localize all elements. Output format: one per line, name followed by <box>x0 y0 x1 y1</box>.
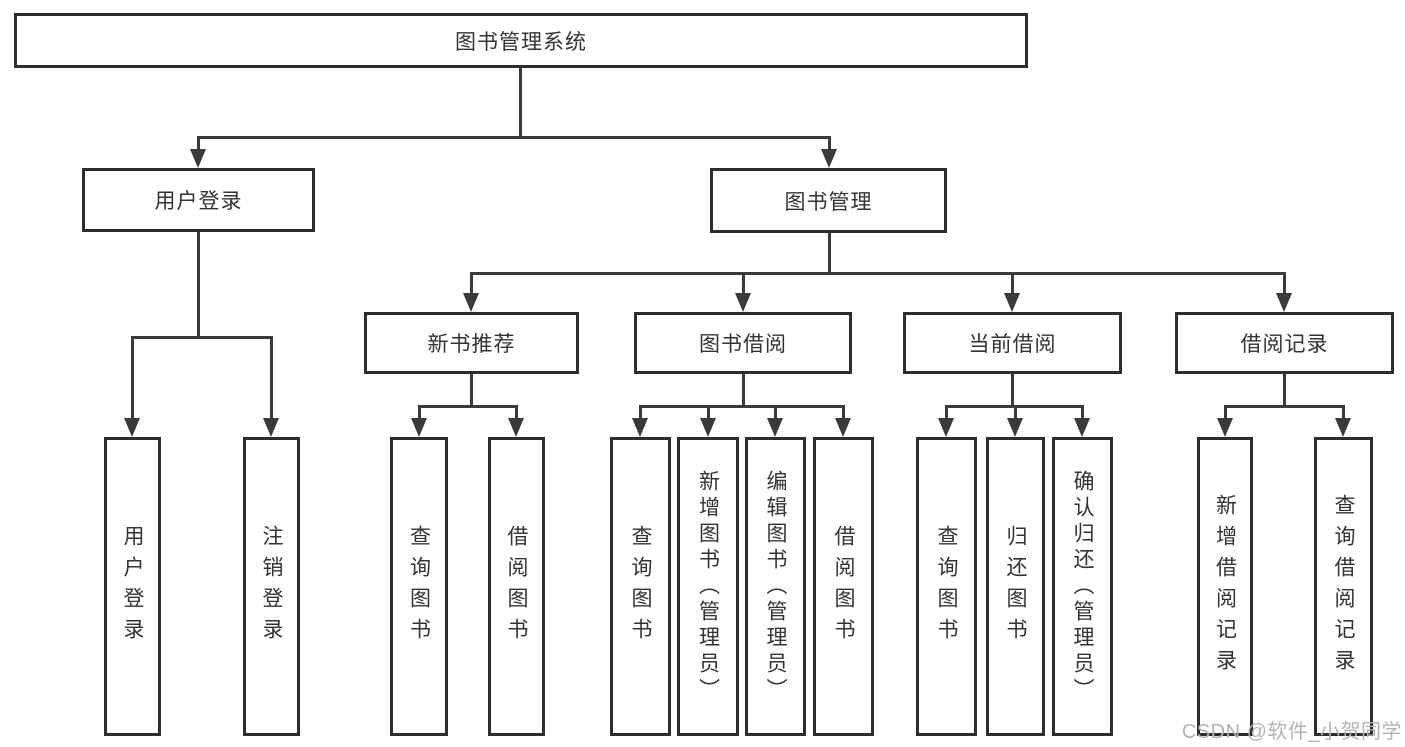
leaf-cb-return-books-label: 归还图书 <box>1004 524 1027 649</box>
leaf-bb-add-books-admin: 新增图书（管理员） <box>677 437 739 736</box>
edge-line <box>1283 374 1286 407</box>
leaf-bb-borrow-books: 借阅图书 <box>813 437 874 736</box>
edge-line <box>842 405 845 420</box>
arrowhead-down-icon <box>263 418 279 437</box>
arrowhead-down-icon <box>411 418 427 437</box>
node-current-borrow-label: 当前借阅 <box>968 333 1057 356</box>
node-book-mgmt-label: 图书管理 <box>784 190 873 214</box>
edge-line <box>828 136 831 151</box>
node-new-book-recommend-label: 新书推荐 <box>427 333 516 356</box>
node-user-login-label: 用户登录 <box>154 190 243 213</box>
edge-line <box>515 405 518 420</box>
edge-line <box>131 336 134 420</box>
arrowhead-down-icon <box>1217 418 1233 437</box>
node-borrow-records-label: 借阅记录 <box>1240 333 1329 356</box>
leaf-cb-return-books: 归还图书 <box>986 437 1045 736</box>
edge-line <box>742 272 745 295</box>
arrowhead-down-icon <box>1007 418 1023 437</box>
arrowhead-down-icon <box>1276 293 1292 312</box>
edge-line <box>774 405 777 420</box>
node-book-borrow-label: 图书借阅 <box>699 333 787 356</box>
edge-line <box>197 136 831 139</box>
edge-line <box>1224 405 1344 408</box>
edge-line <box>470 272 473 295</box>
edge-line <box>197 232 200 338</box>
leaf-nbr-borrow-books: 借阅图书 <box>488 437 545 736</box>
edge-line <box>639 405 642 420</box>
leaf-br-add-record: 新增借阅记录 <box>1197 437 1253 736</box>
watermark-text: CSDN @软件_小贺同学 <box>1181 721 1402 743</box>
node-root: 图书管理系统 <box>14 13 1028 68</box>
leaf-cb-confirm-return-admin-label: 确认归还（管理员） <box>1071 469 1094 704</box>
edge-line <box>639 405 844 408</box>
arrowhead-down-icon <box>938 418 954 437</box>
leaf-bb-edit-books-admin-label: 编辑图书（管理员） <box>764 469 787 704</box>
edge-line <box>470 374 473 407</box>
edge-line <box>1224 405 1227 420</box>
arrowhead-down-icon <box>735 293 751 312</box>
edge-line <box>1283 272 1286 295</box>
arrowhead-down-icon <box>463 293 479 312</box>
leaf-logout-label: 注销登录 <box>260 524 283 649</box>
leaf-bb-borrow-books-label: 借阅图书 <box>832 524 855 649</box>
node-new-book-recommend: 新书推荐 <box>364 312 579 374</box>
leaf-user-login: 用户登录 <box>104 437 161 736</box>
edge-line <box>945 405 948 420</box>
edge-line <box>1342 405 1345 420</box>
leaf-br-query-record-label: 查询借阅记录 <box>1332 493 1355 680</box>
edge-line <box>1011 374 1014 407</box>
edge-line <box>828 233 831 274</box>
leaf-bb-add-books-admin-label: 新增图书（管理员） <box>696 469 720 704</box>
leaf-br-query-record: 查询借阅记录 <box>1314 437 1373 736</box>
arrowhead-down-icon <box>1004 293 1020 312</box>
arrowhead-down-icon <box>1074 418 1090 437</box>
edge-line <box>418 405 421 420</box>
arrowhead-down-icon <box>632 418 648 437</box>
arrowhead-down-icon <box>190 149 206 168</box>
leaf-user-login-label: 用户登录 <box>121 524 144 649</box>
edge-line <box>470 272 1285 275</box>
edge-line <box>418 405 517 408</box>
leaf-logout: 注销登录 <box>243 437 300 736</box>
leaf-nbr-borrow-books-label: 借阅图书 <box>505 524 528 649</box>
edge-line <box>131 336 272 339</box>
node-user-login: 用户登录 <box>82 168 315 232</box>
arrowhead-down-icon <box>508 418 524 437</box>
node-book-mgmt: 图书管理 <box>710 168 947 233</box>
node-current-borrow: 当前借阅 <box>903 312 1122 374</box>
edge-line <box>1014 405 1017 420</box>
edge-line <box>1011 272 1014 295</box>
edge-line <box>270 336 273 420</box>
leaf-bb-query-books-label: 查询图书 <box>629 524 652 649</box>
arrowhead-down-icon <box>1335 418 1351 437</box>
node-root-label: 图书管理系统 <box>455 30 587 54</box>
leaf-bb-query-books: 查询图书 <box>610 437 671 736</box>
leaf-bb-edit-books-admin: 编辑图书（管理员） <box>745 437 806 736</box>
leaf-nbr-query-books-label: 查询图书 <box>407 524 431 649</box>
leaf-cb-query-books-label: 查询图书 <box>935 524 958 649</box>
node-book-borrow: 图书借阅 <box>634 312 852 374</box>
edge-line <box>519 68 522 138</box>
arrowhead-down-icon <box>767 418 783 437</box>
node-borrow-records: 借阅记录 <box>1175 312 1394 374</box>
leaf-cb-confirm-return-admin: 确认归还（管理员） <box>1052 437 1113 736</box>
arrowhead-down-icon <box>835 418 851 437</box>
leaf-cb-query-books: 查询图书 <box>916 437 977 736</box>
arrowhead-down-icon <box>821 149 837 168</box>
arrowhead-down-icon <box>700 418 716 437</box>
leaf-br-add-record-label: 新增借阅记录 <box>1213 493 1237 680</box>
edge-line <box>1081 405 1084 420</box>
leaf-nbr-query-books: 查询图书 <box>390 437 448 736</box>
edge-line <box>197 136 200 151</box>
arrowhead-down-icon <box>124 418 140 437</box>
edge-line <box>742 374 745 407</box>
edge-line <box>707 405 710 420</box>
